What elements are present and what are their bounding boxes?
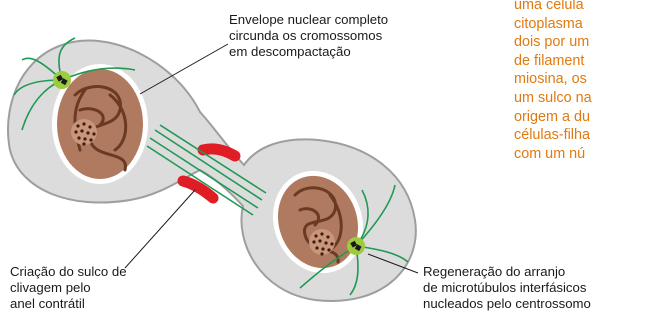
leader-line-furrow — [124, 189, 196, 269]
label-nuclear-envelope: Envelope nuclear completo circunda os cr… — [229, 12, 388, 60]
side-text-line: origem a du — [514, 108, 590, 125]
side-text-column: uma célula citoplasma dois por um de fil… — [514, 0, 592, 163]
side-text-line: de filament — [514, 52, 585, 69]
right-nucleus — [272, 170, 364, 274]
left-nucleolus — [71, 119, 97, 146]
contractile-ring-bottom — [177, 175, 219, 204]
label-line: circunda os cromossomos — [229, 28, 383, 43]
side-text-line: citoplasma — [514, 15, 583, 32]
right-nucleolus — [309, 229, 335, 256]
left-chromosomes — [73, 85, 128, 172]
label-line: Regeneração do arranjo — [423, 264, 566, 279]
side-text-line: com um nú — [514, 145, 586, 162]
label-line: anel contrátil — [10, 296, 85, 311]
label-line: em descompactação — [229, 44, 351, 59]
side-text-line: miosina, os — [514, 71, 587, 88]
label-line: clivagem pelo — [10, 280, 91, 295]
leader-line-microtubules — [367, 253, 419, 274]
midbody-microtubules — [146, 124, 267, 216]
label-line: de microtúbulos interfásicos — [423, 280, 587, 295]
side-text-line: dois por um — [514, 34, 590, 51]
label-microtubule-array: Regeneração do arranjo de microtúbulos i… — [423, 264, 591, 312]
side-text-line: um sulco na — [514, 89, 592, 106]
right-centrosome — [347, 237, 365, 255]
leader-line-envelope — [139, 43, 229, 95]
side-text-line: uma célula — [514, 0, 584, 13]
left-centrosome — [53, 71, 71, 89]
label-line: nucleados pelo centrossomo — [423, 296, 591, 311]
left-nucleus — [52, 64, 148, 184]
label-line: Envelope nuclear completo — [229, 12, 389, 27]
label-line: Criação do sulco de — [10, 264, 127, 279]
side-text-line: células-filha — [514, 127, 590, 144]
label-cleavage-furrow: Criação do sulco de clivagem pelo anel c… — [10, 264, 127, 312]
contractile-ring-top — [197, 143, 241, 162]
